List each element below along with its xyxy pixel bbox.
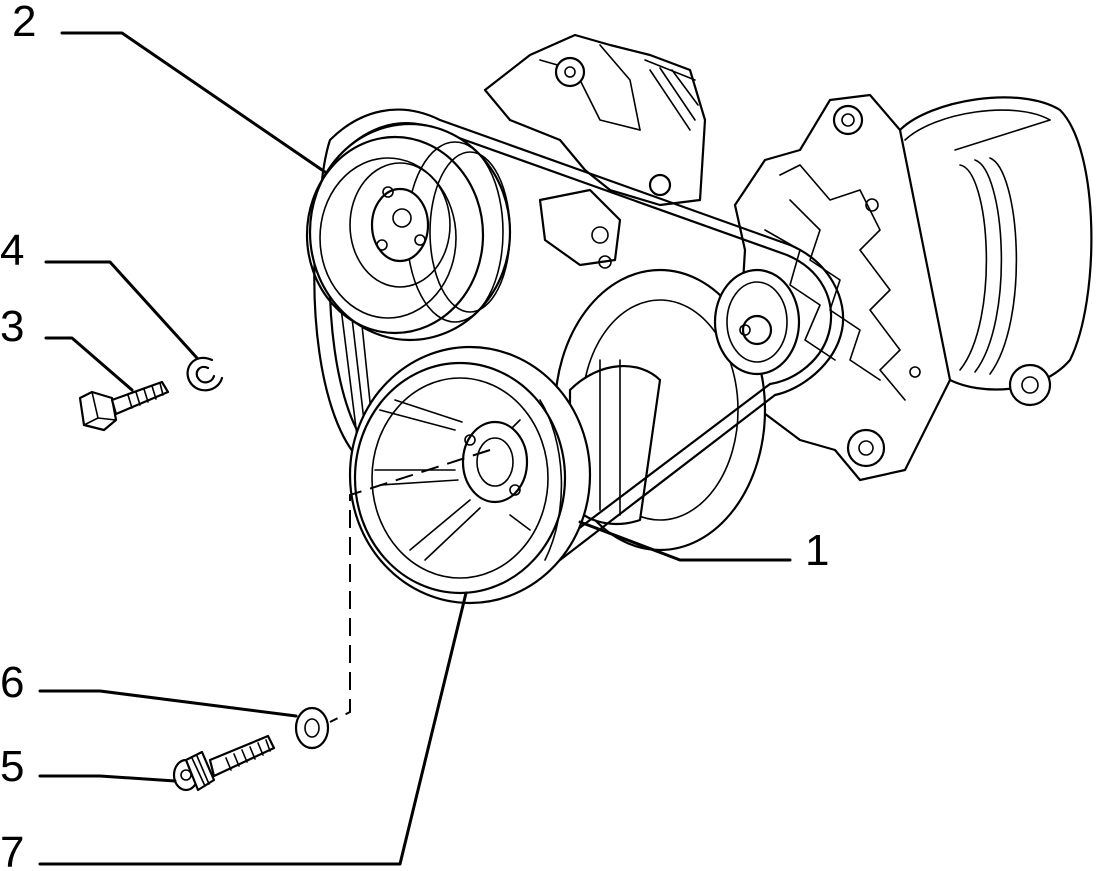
callout-4: 4 <box>0 226 24 275</box>
callout-3: 3 <box>0 302 24 351</box>
spring-washer-part-4 <box>186 356 224 392</box>
crank-pulley <box>348 345 592 605</box>
idler-pulley <box>713 268 801 376</box>
bolt-part-3 <box>78 380 170 432</box>
callout-6: 6 <box>0 658 24 707</box>
leader-line-4 <box>44 260 199 360</box>
callout-2: 2 <box>12 0 36 46</box>
assembly-axis-line <box>329 449 491 723</box>
callout-7: 7 <box>0 828 24 871</box>
alternator-body <box>898 96 1093 407</box>
leader-line-1 <box>578 520 792 562</box>
upper-pulley <box>305 122 512 342</box>
leader-line-6 <box>38 689 298 718</box>
tensioner-bracket <box>483 33 707 269</box>
washer-part-6 <box>294 706 330 750</box>
callout-1: 1 <box>805 526 829 575</box>
alternator-front-housing <box>733 93 952 482</box>
leader-line-3 <box>44 336 134 392</box>
screw-part-5 <box>172 734 276 792</box>
leader-line-5 <box>38 774 177 783</box>
leader-line-7 <box>38 591 468 866</box>
leader-line-2 <box>60 31 327 174</box>
callout-5: 5 <box>0 742 24 791</box>
